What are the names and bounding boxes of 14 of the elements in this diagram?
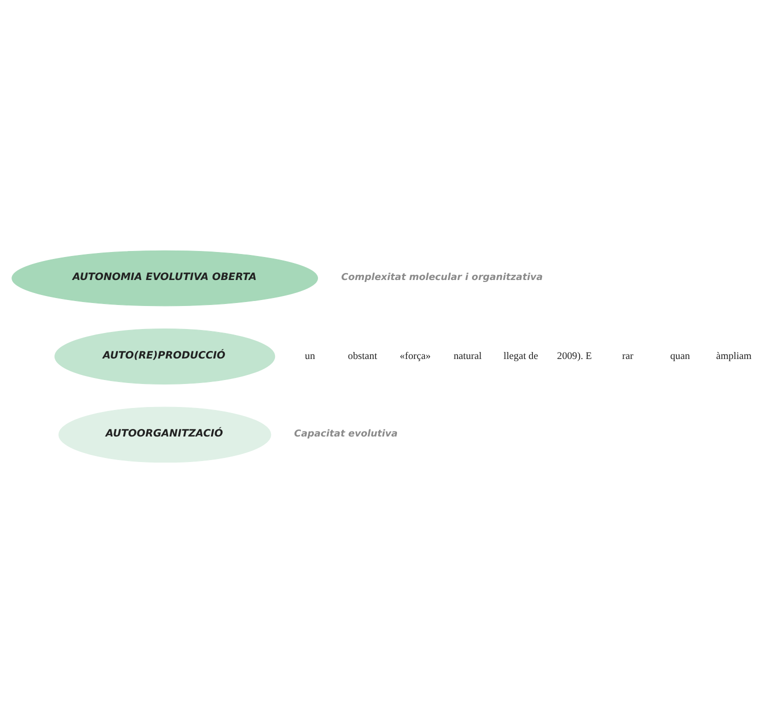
label: rar [622, 350, 634, 362]
node-ellipse: AUTO(RE)PRODUCCIÓ [54, 328, 276, 384]
label: llegat de [504, 350, 538, 362]
label: obstant [348, 350, 378, 362]
node-ellipse: AUTONOMIA EVOLUTIVA OBERTA [12, 250, 318, 306]
node-ellipse: AUTOORGANITZACIÓ [58, 406, 272, 463]
label: «força» [400, 350, 431, 362]
label: natural [454, 350, 482, 362]
label: un [304, 350, 316, 362]
label: quan [670, 350, 690, 362]
label: àmpliam [716, 350, 752, 362]
label: Capacitat evolutiva [294, 428, 398, 440]
label: 2009). E [557, 350, 592, 362]
label: Complexitat molecular i organitzativa [341, 272, 543, 283]
